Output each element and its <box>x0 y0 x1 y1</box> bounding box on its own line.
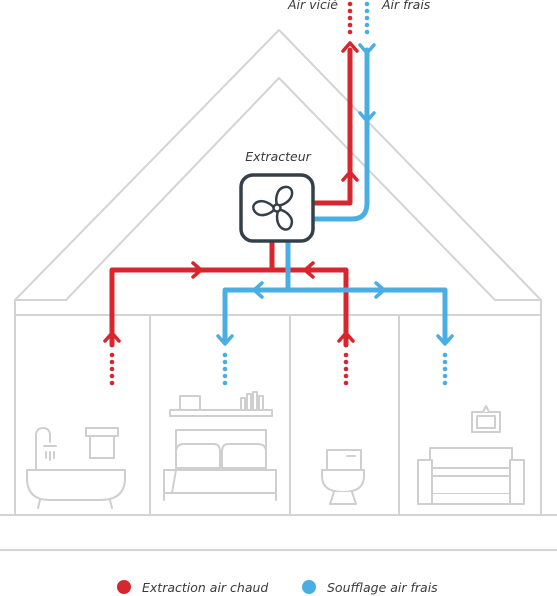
bed-icon <box>163 391 277 501</box>
bathtub-icon <box>26 427 126 509</box>
extraction-ducts <box>103 1 359 386</box>
legend-label-extraction: Extraction air chaud <box>142 580 268 595</box>
fan-icon <box>252 185 294 231</box>
dots-bath-red <box>109 352 115 386</box>
label-air-vicie: Air vicié <box>287 0 338 12</box>
label-extracteur: Extracteur <box>245 149 311 164</box>
legend-swatch-soufflage <box>302 580 316 594</box>
label-air-frais: Air frais <box>381 0 431 12</box>
dots-top-red <box>347 1 353 35</box>
legend: Extraction air chaud Soufflage air frais <box>117 580 438 595</box>
house-outline <box>0 29 557 551</box>
sofa-icon <box>417 405 525 505</box>
dots-living-blue <box>442 352 448 386</box>
soufflage-ducts <box>216 1 454 386</box>
dots-top-blue <box>364 1 370 35</box>
dots-bed-blue <box>222 352 228 386</box>
legend-swatch-extraction <box>117 580 131 594</box>
legend-label-soufflage: Soufflage air frais <box>327 580 438 595</box>
dots-wc-red <box>343 352 349 386</box>
toilet-icon <box>321 449 365 505</box>
extracteur-box <box>239 173 315 243</box>
